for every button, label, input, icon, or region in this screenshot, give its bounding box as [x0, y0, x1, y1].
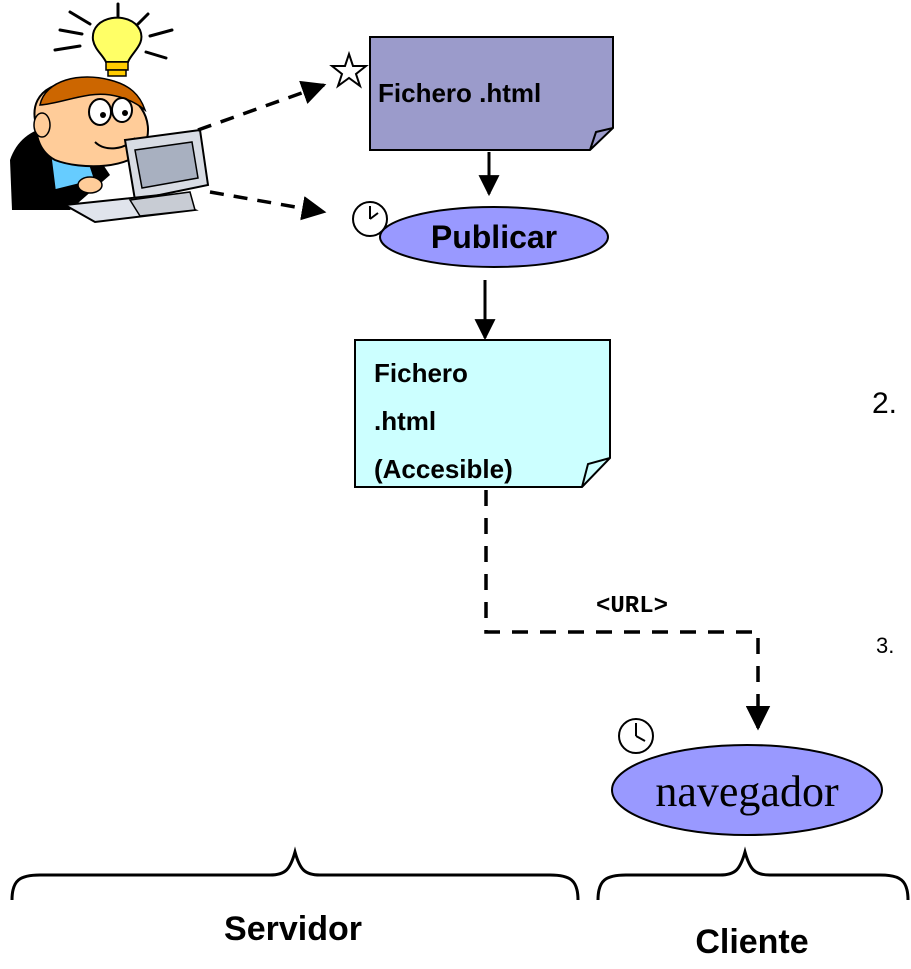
accessible-file-line-2: .html [374, 406, 436, 436]
accessible-file-line-1: Fichero [374, 358, 468, 388]
star-icon [329, 50, 369, 89]
server-brace [10, 846, 580, 901]
edge-person-to-source-file [197, 80, 327, 132]
node-source-file: Fichero .html [369, 36, 614, 151]
browser-label: navegador [655, 767, 839, 816]
publish-label: Publicar [431, 219, 557, 255]
url-label: <URL> [596, 593, 668, 620]
clock-icon [618, 718, 654, 754]
source-file-label: Fichero .html [378, 78, 541, 108]
step-number-3: 3. [876, 633, 894, 658]
step-number-2: 2. [872, 387, 897, 420]
person-at-computer-icon [10, 2, 210, 224]
accessible-file-line-3: (Accesible) [374, 454, 513, 484]
edge-accessible-to-browser [484, 490, 771, 731]
node-accessible-file: Fichero .html (Accesible) [354, 339, 611, 488]
clock-icon [352, 201, 388, 237]
lightbulb-icon [53, 2, 174, 77]
client-group-label: Cliente [695, 923, 808, 961]
node-publish: Publicar [379, 206, 609, 268]
server-group-label: Servidor [224, 910, 362, 948]
edge-person-to-publish [209, 190, 327, 221]
client-brace [596, 846, 910, 901]
node-browser: navegador [611, 744, 883, 836]
